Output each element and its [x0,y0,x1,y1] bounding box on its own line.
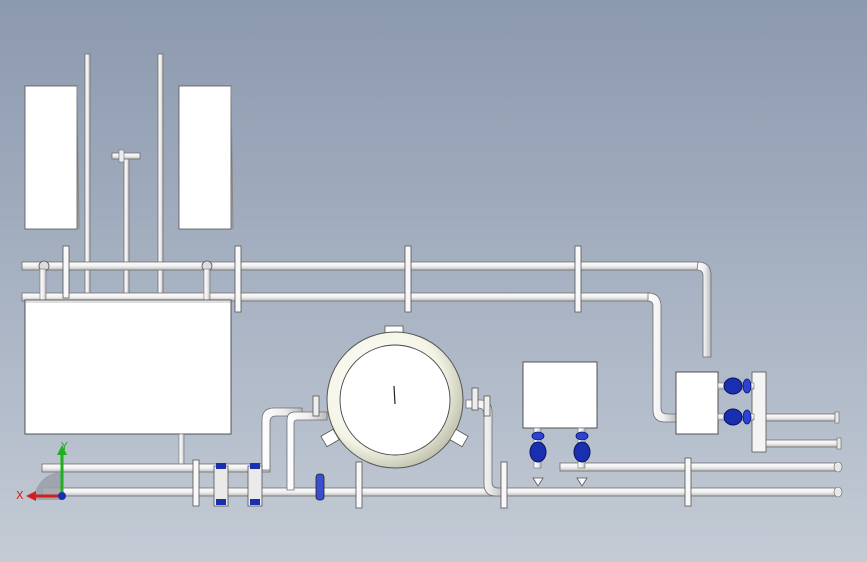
upper-panels[interactable] [24,85,234,230]
lower-left-valves[interactable] [213,463,263,507]
collector-box[interactable] [24,299,232,471]
right-manifold[interactable] [675,371,767,453]
upper-header-pipes[interactable] [21,245,712,423]
coordinate-triad [26,445,67,501]
blue-valves-right[interactable] [723,377,752,426]
spherical-tank[interactable] [312,325,491,469]
triad-x-label: X [16,489,24,502]
blue-valves-middle[interactable] [529,431,591,487]
triad-y-label: Y [60,440,68,453]
